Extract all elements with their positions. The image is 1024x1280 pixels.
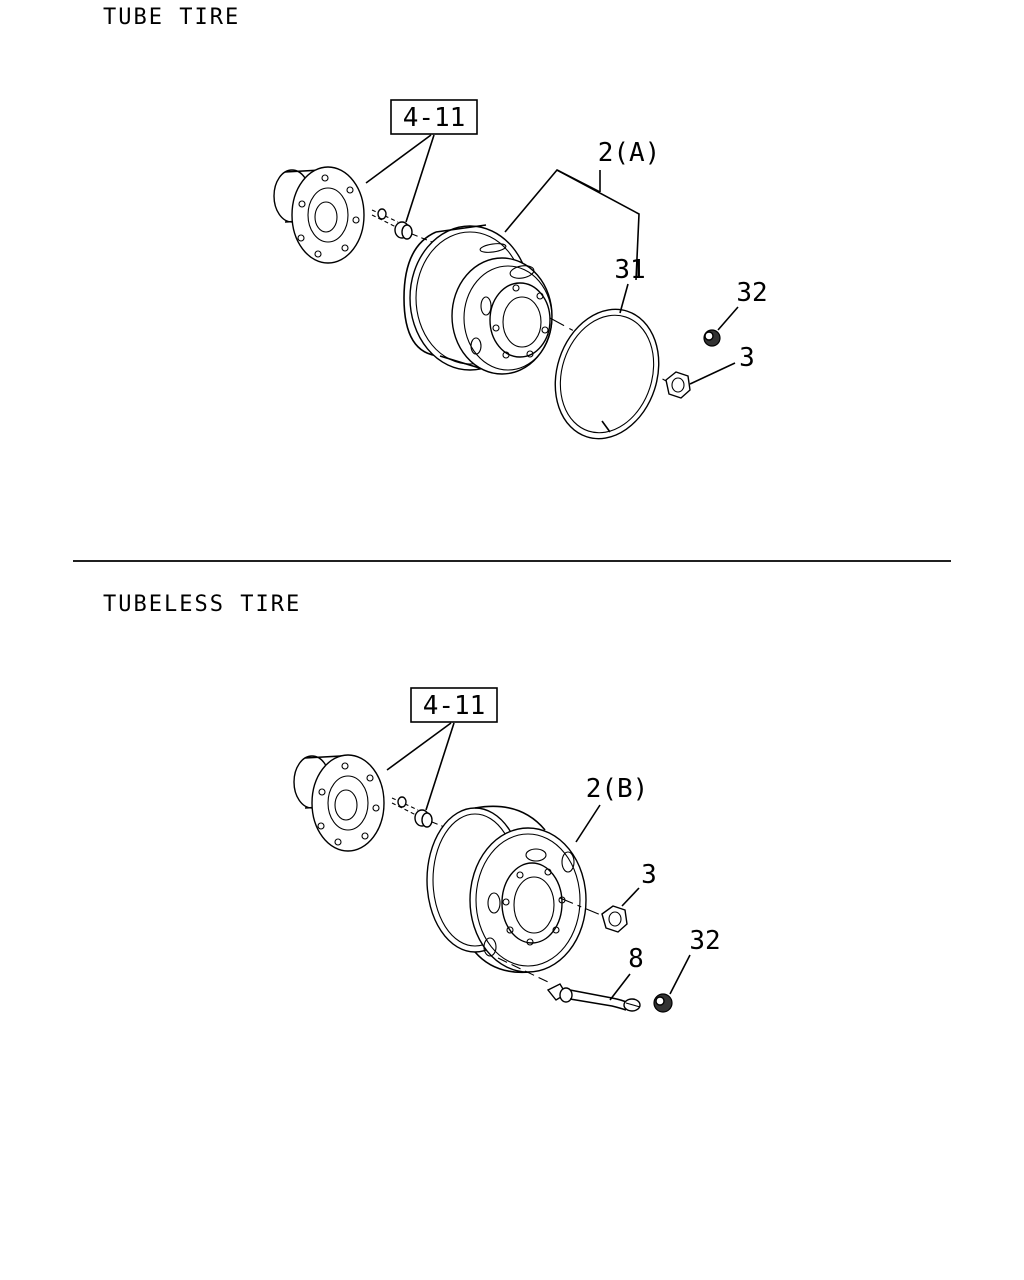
ref-box-label: 4-11 bbox=[403, 103, 466, 133]
callout-valve[interactable]: 8 bbox=[628, 944, 644, 974]
hub-drawing-b bbox=[293, 754, 385, 852]
ref-leader-bolt bbox=[405, 134, 435, 223]
ref-box-tube[interactable]: 4-11 bbox=[390, 99, 478, 135]
callout-nut-tubeless-label: 3 bbox=[641, 860, 657, 890]
callout-wheel-tube[interactable]: 2(A) bbox=[598, 138, 661, 168]
leader-nut-tube bbox=[689, 362, 736, 385]
tubeless-tire-section: TUBELESS TIRE 4-11 bbox=[103, 592, 721, 1013]
callout-nut-tube-label: 3 bbox=[739, 343, 755, 373]
callout-valve-cap-tube-label: 32 bbox=[736, 278, 767, 308]
side-ring-drawing bbox=[554, 308, 660, 440]
tube-tire-section: TUBE TIRE 4-11 bbox=[103, 5, 768, 440]
ref-box-label: 4-11 bbox=[423, 691, 486, 721]
valve-cap-drawing-b bbox=[653, 993, 673, 1013]
ref-leader-bolt bbox=[425, 722, 455, 811]
callout-valve-cap-tubeless-label: 32 bbox=[689, 926, 720, 956]
callout-ring[interactable]: 31 bbox=[614, 255, 645, 285]
leader-nut-tubeless bbox=[621, 887, 640, 907]
wheel-nut-drawing-tubeless bbox=[601, 905, 628, 933]
leader-valve bbox=[609, 973, 631, 1001]
callout-wheel-tube-label: 2(A) bbox=[598, 138, 661, 168]
callout-valve-cap-tube[interactable]: 32 bbox=[736, 278, 767, 308]
leader-wheel-tube-join bbox=[556, 169, 601, 193]
tubeless-tire-title: TUBELESS TIRE bbox=[103, 592, 301, 617]
leader-valve-cap-tubeless bbox=[669, 954, 691, 995]
callout-wheel-tubeless[interactable]: 2(B) bbox=[586, 774, 649, 804]
stud-bolt-drawing bbox=[371, 208, 433, 243]
tube-tire-title: TUBE TIRE bbox=[103, 5, 240, 30]
ref-box-frame bbox=[410, 687, 498, 723]
ref-box-tubeless[interactable]: 4-11 bbox=[410, 687, 498, 723]
callout-nut-tube[interactable]: 3 bbox=[739, 343, 755, 373]
leader-wheel-tube bbox=[504, 168, 640, 281]
callout-valve-cap-tubeless[interactable]: 32 bbox=[689, 926, 720, 956]
callout-nut-tubeless[interactable]: 3 bbox=[641, 860, 657, 890]
stud-bolt-drawing-b bbox=[391, 796, 453, 831]
valve-cap-drawing bbox=[703, 329, 721, 347]
leader-ring bbox=[619, 283, 629, 314]
tubeless-wheel-drawing bbox=[426, 805, 609, 983]
tube-wheel-drawing bbox=[403, 224, 669, 383]
leader-valve-cap-tube bbox=[717, 306, 739, 331]
leader-wheel-tubeless bbox=[575, 804, 601, 843]
ref-box-frame bbox=[390, 99, 478, 135]
callout-ring-label: 31 bbox=[614, 255, 645, 285]
valve-drawing bbox=[546, 983, 641, 1012]
ref-leader-hub bbox=[365, 134, 432, 184]
callout-valve-label: 8 bbox=[628, 944, 644, 974]
callout-wheel-tubeless-label: 2(B) bbox=[586, 774, 649, 804]
ref-leader-hub bbox=[386, 722, 452, 771]
hub-drawing bbox=[273, 166, 365, 264]
wheel-nut-drawing-tube bbox=[665, 371, 691, 399]
